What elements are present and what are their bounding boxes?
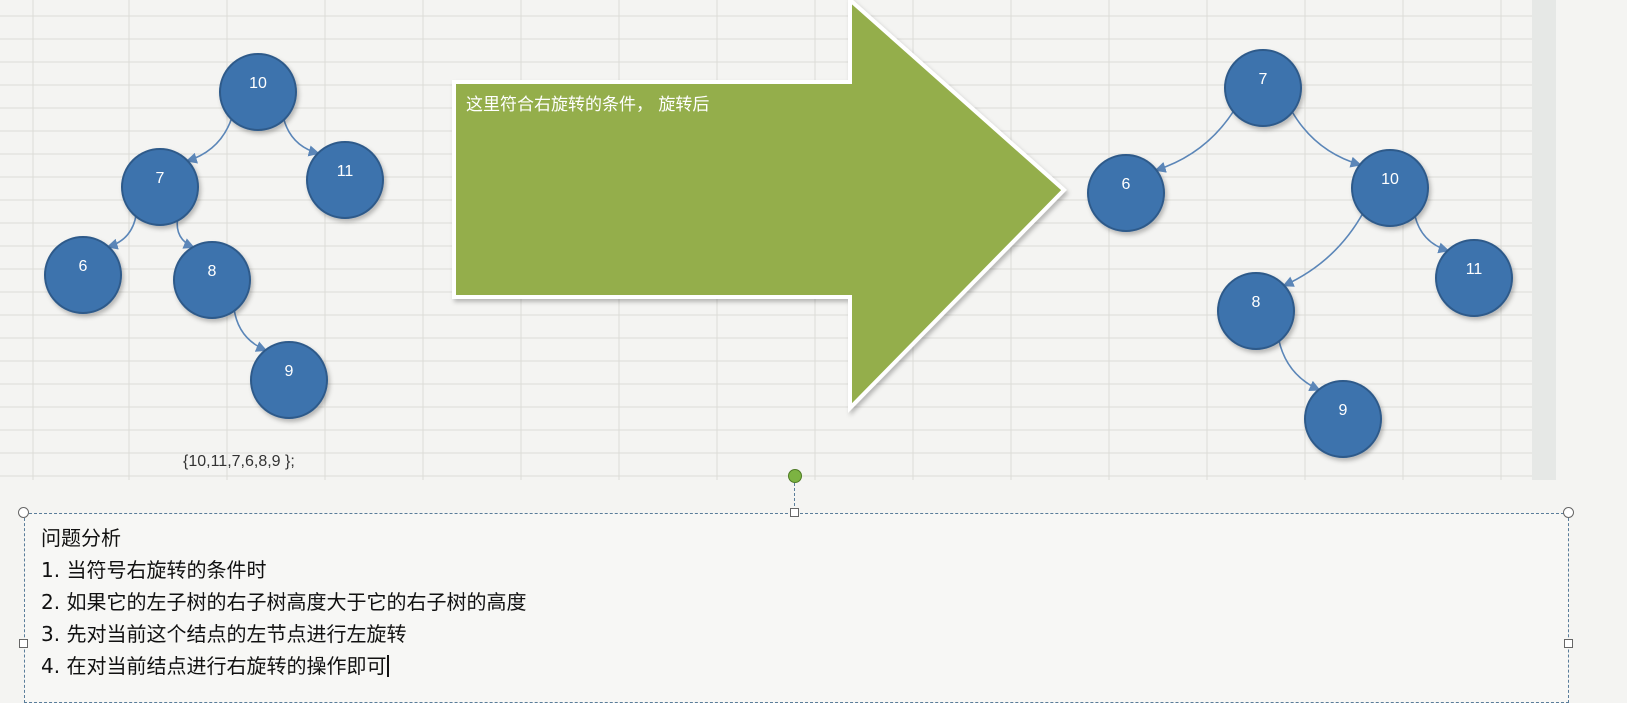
tree-node-r9[interactable]: 9: [1304, 380, 1382, 458]
node-circle: [1217, 272, 1295, 350]
node-label: 7: [156, 170, 165, 187]
node-label: 6: [79, 258, 88, 275]
tree-node-n10[interactable]: 10: [219, 53, 297, 131]
node-circle: [1224, 49, 1302, 127]
node-label: 7: [1259, 71, 1268, 88]
analysis-title: 问题分析: [41, 526, 121, 550]
tree-node-r6[interactable]: 6: [1087, 154, 1165, 232]
analysis-step-4: 4. 在对当前结点进行右旋转的操作即可: [41, 654, 387, 678]
node-circle: [173, 241, 251, 319]
resize-handle-top-right[interactable]: [1563, 507, 1574, 518]
arrow-text: 这里符合右旋转的条件， 旋转后: [466, 95, 709, 115]
resize-handle-middle-left[interactable]: [19, 639, 28, 648]
right-tree-edges: [1154, 109, 1450, 391]
insert-sequence-label: {10,11,7,6,8,9 };: [183, 453, 295, 470]
analysis-text[interactable]: 问题分析 1. 当符号右旋转的条件时 2. 如果它的左子树的右子树高度大于它的右…: [41, 522, 526, 682]
tree-node-r10[interactable]: 10: [1351, 149, 1429, 227]
resize-handle-top-left[interactable]: [18, 507, 29, 518]
right-tree-nodes: 7 6 10 8 11 9: [1087, 49, 1513, 458]
node-label: 10: [1381, 171, 1399, 188]
node-label: 11: [1466, 261, 1483, 278]
right-arrow-shape[interactable]: 这里符合右旋转的条件， 旋转后: [452, 0, 1067, 413]
edge-r7-r6: [1154, 109, 1236, 173]
node-circle: [44, 236, 122, 314]
resize-handle-middle-right[interactable]: [1564, 639, 1573, 648]
node-label: 8: [208, 263, 217, 280]
rotate-handle-stem: [794, 483, 795, 511]
node-circle: [1351, 149, 1429, 227]
node-circle: [1435, 239, 1513, 317]
node-label: 9: [1339, 402, 1348, 419]
tree-node-r11[interactable]: 11: [1435, 239, 1513, 317]
tree-node-r8[interactable]: 8: [1217, 272, 1295, 350]
edge-r7-r10: [1290, 109, 1362, 168]
tree-node-n9[interactable]: 9: [250, 341, 328, 419]
tree-node-n8[interactable]: 8: [173, 241, 251, 319]
edge-n8-n9: [233, 308, 268, 352]
left-tree-nodes: 10 11 7 6 8 9: [44, 53, 384, 419]
edge-r10-r11: [1413, 214, 1450, 254]
edge-r8-r9: [1277, 338, 1321, 391]
node-circle: [1304, 380, 1382, 458]
edge-n10-n11: [282, 117, 320, 157]
node-circle: [250, 341, 328, 419]
sheet-scrollbar[interactable]: [1532, 0, 1556, 480]
text-caret: [387, 655, 390, 677]
node-circle: [306, 141, 384, 219]
analysis-step-2: 2. 如果它的左子树的右子树高度大于它的右子树的高度: [41, 590, 527, 614]
node-circle: [121, 148, 199, 226]
analysis-textbox[interactable]: 问题分析 1. 当符号右旋转的条件时 2. 如果它的左子树的右子树高度大于它的右…: [24, 513, 1569, 703]
analysis-step-3: 3. 先对当前这个结点的左节点进行左旋转: [41, 622, 407, 646]
resize-handle-top-middle[interactable]: [790, 508, 799, 517]
node-label: 9: [285, 363, 294, 380]
rotate-handle[interactable]: [788, 469, 802, 483]
node-label: 10: [249, 75, 267, 92]
node-label: 8: [1252, 294, 1261, 311]
node-label: 6: [1122, 176, 1131, 193]
tree-node-n7[interactable]: 7: [121, 148, 199, 226]
edge-r10-r8: [1282, 212, 1365, 287]
node-circle: [219, 53, 297, 131]
tree-node-n11[interactable]: 11: [306, 141, 384, 219]
edge-n7-n6: [106, 214, 138, 250]
tree-node-n6[interactable]: 6: [44, 236, 122, 314]
node-circle: [1087, 154, 1165, 232]
analysis-step-1: 1. 当符号右旋转的条件时: [41, 558, 267, 582]
edge-n10-n7: [185, 116, 233, 164]
node-label: 11: [337, 163, 354, 180]
tree-node-r7[interactable]: 7: [1224, 49, 1302, 127]
